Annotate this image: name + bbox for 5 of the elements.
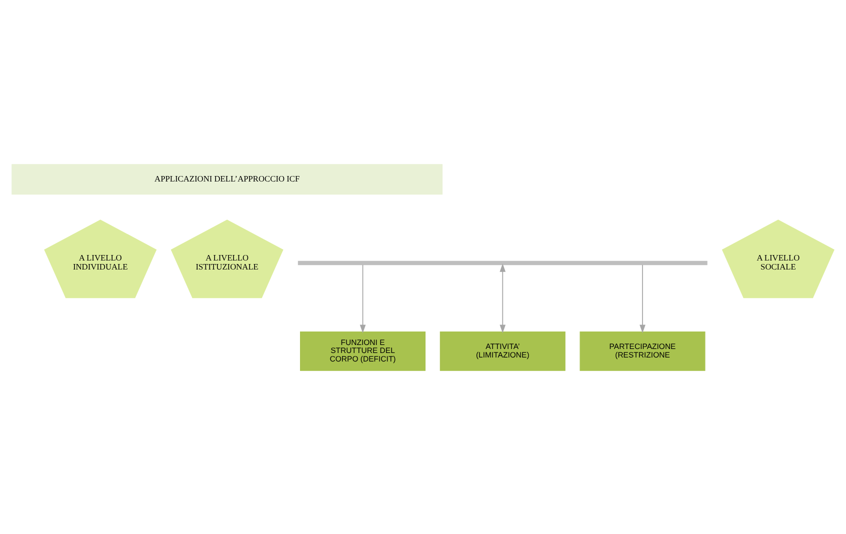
arrow	[640, 264, 646, 333]
node-bar	[298, 260, 708, 265]
node-box: APPLICAZIONI DELL’APPROCCIO ICF	[12, 164, 443, 194]
arrow	[360, 264, 366, 333]
arrow	[500, 263, 506, 333]
